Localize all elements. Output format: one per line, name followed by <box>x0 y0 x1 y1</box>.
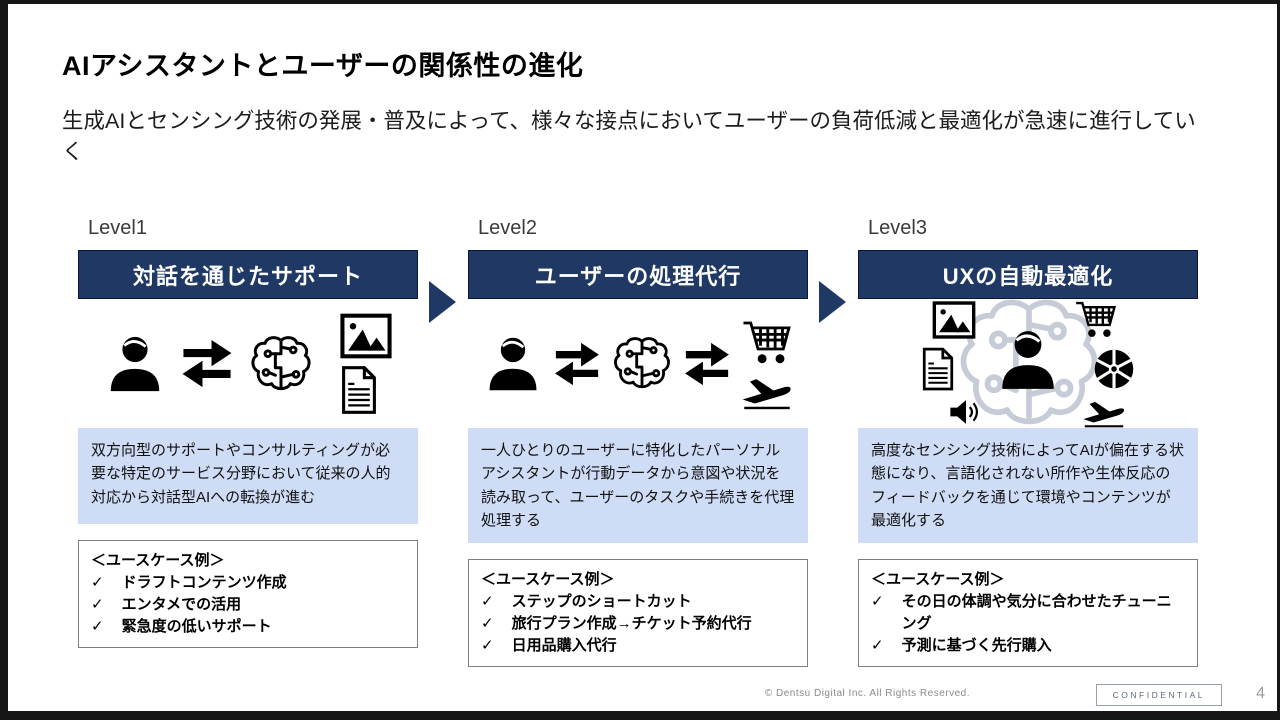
level3-column: Level3 UXの自動最適化 高度なセンシング技術によってAIが偏在する状態に… <box>858 215 1198 668</box>
slide: AIアシスタントとユーザーの関係性の進化 生成AIとセンシング技術の発展・普及に… <box>8 4 1277 711</box>
user-icon <box>995 327 1061 393</box>
usecase-text: ドラフトコンテンツ作成 <box>121 574 287 591</box>
level2-banner: ユーザーの処理代行 <box>468 250 808 299</box>
check-icon: ✓ <box>91 617 104 635</box>
usecase-text: 旅行プラン作成→チケット予約代行 <box>511 614 752 632</box>
cart-icon <box>741 318 793 367</box>
image-icon <box>340 313 392 359</box>
level2-label: Level2 <box>478 217 537 239</box>
level2-description: 一人ひとりのユーザーに特化したパーソナルアシスタントが行動データから意図や状況を… <box>468 428 808 543</box>
usecase-text: エンタメでの活用 <box>121 595 242 613</box>
exchange-arrows-icon <box>178 337 236 390</box>
level1-column: Level1 対話を通じたサポート 双方向型のサポートやコンサルティングが必要な… <box>78 215 418 667</box>
plane-icon <box>1082 395 1126 428</box>
copyright-text: © Dentsu Digital Inc. All Rights Reserve… <box>764 688 970 699</box>
aperture-icon <box>1092 347 1136 391</box>
document-icon <box>339 365 379 415</box>
usecase-text: 日用品購入代行 <box>511 636 617 654</box>
usecase-text: ステップのショートカット <box>511 593 692 610</box>
usecase-item: ✓ 旅行プラン作成→チケット予約代行 <box>481 613 795 635</box>
level3-label: Level3 <box>868 217 927 239</box>
check-icon: ✓ <box>91 574 104 591</box>
level3-description: 高度なセンシング技術によってAIが偏在する状態になり、言語化されない所作や生体反… <box>858 428 1198 543</box>
levels-band: Level1 対話を通じたサポート 双方向型のサポートやコンサルティングが必要な… <box>78 215 1198 668</box>
page-title: AIアシスタントとユーザーの関係性の進化 <box>62 51 584 81</box>
level2-icon-area <box>468 299 808 428</box>
level3-usecase-list: ✓ その日の体調や気分に合わせたチューニング ✓ 予測に基づく先行購入 <box>871 591 1185 656</box>
level3-usecase-box: ＜ユースケース例＞ ✓ その日の体調や気分に合わせたチューニング ✓ 予測に基づく先… <box>858 559 1198 668</box>
page-number: 4 <box>1256 685 1265 702</box>
check-icon: ✓ <box>481 593 494 610</box>
level1-icon-area <box>78 299 418 428</box>
cart-icon <box>1074 299 1118 340</box>
ai-brain-icon <box>611 335 673 392</box>
slide-subtitle: 生成AIとセンシング技術の発展・普及によって、様々な接点においてユーザーの負荷低… <box>62 109 1196 165</box>
level3-icon-area <box>858 299 1198 428</box>
usecase-item: ✓ 緊急度の低いサポート <box>91 616 405 638</box>
level1-usecase-list: ✓ ドラフトコンテンツ作成 ✓ エンタメでの活用 ✓ 緊急度の低いサポート <box>91 572 405 637</box>
right-chevron-icon <box>429 281 456 323</box>
usecase-item: ✓ ステップのショートカット <box>481 591 795 613</box>
user-icon <box>483 334 543 394</box>
flow-gap-2 <box>808 215 858 667</box>
check-icon: ✓ <box>481 636 494 654</box>
document-icon <box>920 347 956 391</box>
level1-description: 双方向型のサポートやコンサルティングが必要な特定のサービス分野において従来の人的… <box>78 428 418 524</box>
usecase-text: その日の体調や気分に合わせたチューニング <box>901 593 1172 632</box>
usecase-heading: ＜ユースケース例＞ <box>481 571 615 588</box>
plane-icon <box>741 371 793 410</box>
level2-usecase-box: ＜ユースケース例＞ ✓ ステップのショートカット ✓ 旅行プラン作成→チケット予約代… <box>468 559 808 668</box>
user-icon <box>104 333 166 395</box>
level3-banner: UXの自動最適化 <box>858 250 1198 299</box>
usecase-item: ✓ 予測に基づく先行購入 <box>871 635 1185 657</box>
level1-banner: 対話を通じたサポート <box>78 250 418 299</box>
usecase-item: ✓ 日用品購入代行 <box>481 635 795 657</box>
exchange-arrows-icon <box>681 340 733 388</box>
image-icon <box>932 301 976 339</box>
usecase-text: 緊急度の低いサポート <box>121 617 272 635</box>
check-icon: ✓ <box>871 593 884 610</box>
usecase-heading: ＜ユースケース例＞ <box>91 552 225 569</box>
level1-label: Level1 <box>88 217 147 239</box>
level2-usecase-list: ✓ ステップのショートカット ✓ 旅行プラン作成→チケット予約代行 ✓ 日用品購入代行 <box>481 591 795 656</box>
usecase-heading: ＜ユースケース例＞ <box>871 571 1005 588</box>
ai-brain-icon <box>248 334 314 394</box>
usecase-text: 予測に基づく先行購入 <box>901 636 1052 654</box>
exchange-arrows-icon <box>551 340 603 388</box>
check-icon: ✓ <box>871 636 884 654</box>
confidential-badge: CONFIDENTIAL <box>1095 684 1222 706</box>
usecase-item: ✓ ドラフトコンテンツ作成 <box>91 572 405 594</box>
check-icon: ✓ <box>481 614 494 632</box>
level2-column: Level2 ユーザーの処理代行 一人ひとりのユーザーに特化したパーソナルアシス… <box>468 215 808 668</box>
right-chevron-icon <box>819 281 846 323</box>
usecase-item: ✓ エンタメでの活用 <box>91 594 405 616</box>
usecase-item: ✓ その日の体調や気分に合わせたチューニング <box>871 591 1185 635</box>
level1-usecase-box: ＜ユースケース例＞ ✓ ドラフトコンテンツ作成 ✓ エンタメでの活用 ✓ 緊急度の低い… <box>78 540 418 649</box>
speaker-icon <box>946 397 986 427</box>
flow-gap-1 <box>418 215 468 667</box>
check-icon: ✓ <box>91 595 104 613</box>
